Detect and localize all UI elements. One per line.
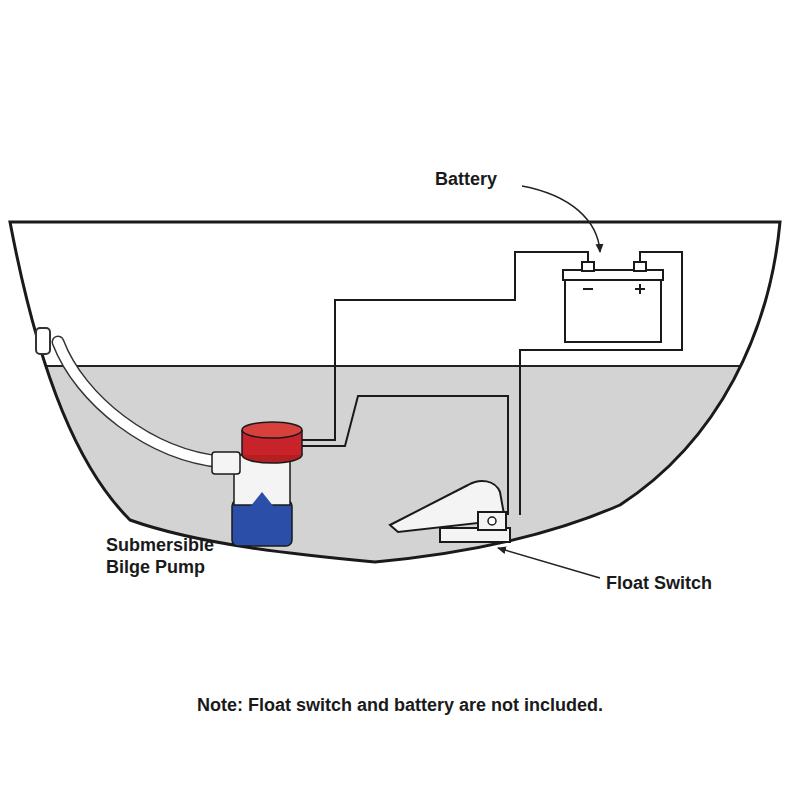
wire: [520, 252, 682, 515]
discharge-hose: [58, 342, 222, 462]
leader-line: [498, 548, 600, 578]
water-line: [30, 365, 760, 367]
wire: [300, 252, 588, 440]
float-switch: [390, 481, 510, 542]
boat-hull: [10, 222, 780, 562]
leader-line: [522, 186, 600, 252]
battery-symbol: [563, 262, 663, 342]
part-label: Float Switch: [606, 572, 756, 594]
part-label: Submersible Bilge Pump: [106, 534, 236, 578]
bilge-pump: [212, 422, 302, 546]
note-text: Note: Float switch and battery are not i…: [0, 694, 800, 716]
part-label: Battery: [435, 168, 525, 190]
bilge-water: [0, 366, 800, 666]
thru-hull-fitting: [36, 328, 50, 354]
discharge-hose: [58, 342, 222, 462]
